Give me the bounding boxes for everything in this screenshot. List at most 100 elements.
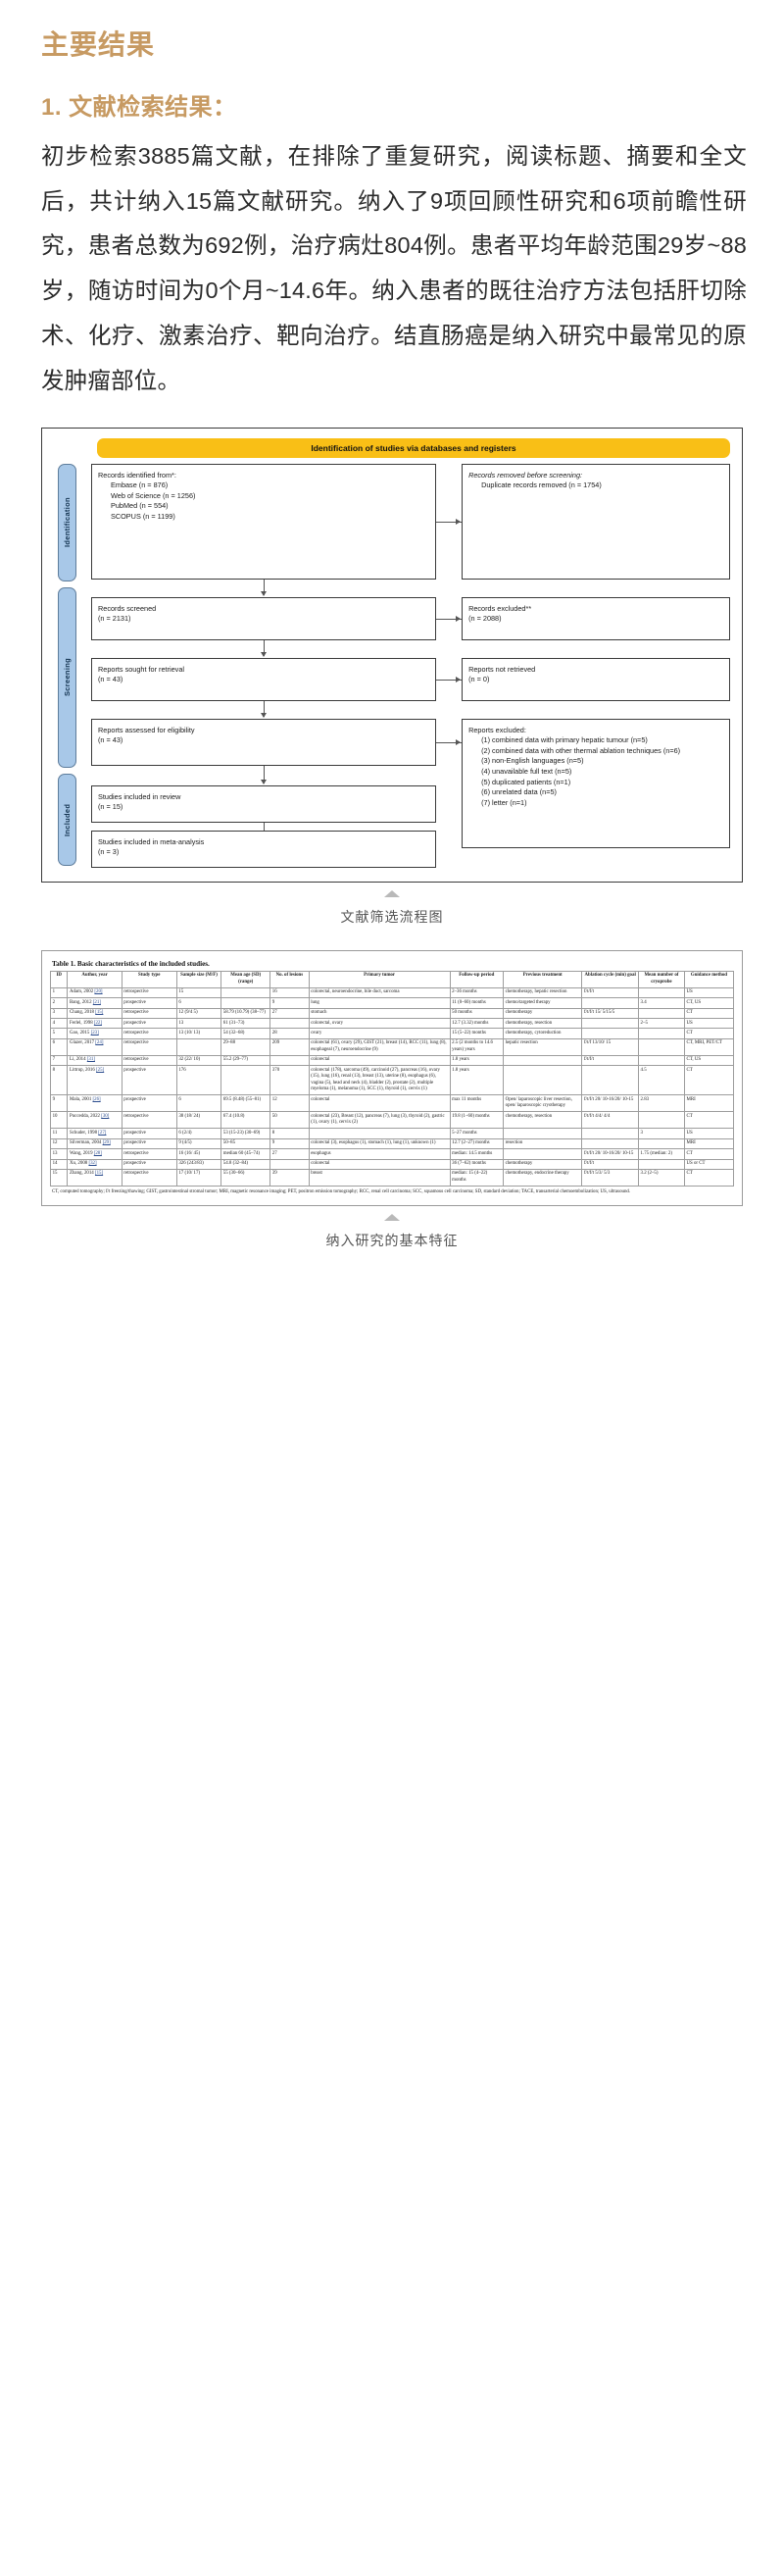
table-cell: 6 bbox=[49, 1037, 69, 1056]
column-header-follow-up: Follow-up period bbox=[449, 970, 505, 988]
table-cell: 3.2 (2–5) bbox=[637, 1168, 685, 1187]
connector-horizontal-1 bbox=[436, 521, 463, 523]
table-cell bbox=[637, 1007, 685, 1020]
table-cell: retrospective bbox=[121, 1054, 177, 1067]
table-cell: 53 (15-23) (30–69) bbox=[220, 1128, 271, 1139]
table-cell: Mala, 2001 [26] bbox=[67, 1094, 122, 1113]
table-cell bbox=[270, 1158, 310, 1170]
table-cell: f/t/f/t 15/ 5/15/5 bbox=[581, 1007, 639, 1020]
table-cell bbox=[220, 997, 271, 1009]
box-records-removed: Records removed before screening: Duplic… bbox=[462, 463, 730, 580]
table-cell: chemotherapy, resection bbox=[503, 1111, 583, 1130]
table-cell bbox=[637, 1137, 685, 1150]
table-cell: prospective bbox=[121, 1137, 177, 1150]
characteristics-table: ID Author, year Study type Sample size (… bbox=[49, 970, 735, 1187]
table-cell bbox=[503, 1065, 583, 1096]
reference-link[interactable]: [27] bbox=[98, 1130, 107, 1136]
reference-link[interactable]: [28] bbox=[93, 1150, 102, 1156]
arrow-right-3 bbox=[456, 676, 462, 682]
connector-vertical-1 bbox=[264, 579, 266, 595]
box-reports-excluded-item-0: (1) combined data with primary hepatic t… bbox=[481, 735, 648, 745]
table-cell: 1 bbox=[49, 986, 69, 999]
table-cell: 12.7 (3.32) months bbox=[449, 1017, 505, 1030]
table-cell: colorectal bbox=[308, 1158, 451, 1170]
table-cell: colorectal bbox=[308, 1094, 451, 1113]
box-reports-excluded-item-4: (5) duplicated patients (n=1) bbox=[481, 777, 571, 786]
reference-link[interactable]: [21] bbox=[92, 999, 101, 1005]
table-cell: CT bbox=[683, 1148, 735, 1160]
reference-link[interactable]: [29] bbox=[102, 1140, 111, 1146]
arrow-right-2 bbox=[456, 615, 462, 622]
table-cell bbox=[581, 1028, 639, 1039]
table-cell: 16 bbox=[270, 986, 310, 999]
table-cell: 50 months bbox=[449, 1007, 505, 1020]
box-records-screened-n: (n = 2131) bbox=[98, 614, 131, 624]
table-cell: chemotherapy, endocrine therapy bbox=[503, 1168, 583, 1187]
table-cell: 12 bbox=[270, 1094, 310, 1113]
reference-link[interactable]: [23] bbox=[90, 1030, 99, 1035]
box-records-identified-title: Records identified from*: bbox=[98, 470, 176, 480]
table-cell: US bbox=[683, 986, 735, 999]
box-reports-assessed-n: (n = 43) bbox=[98, 735, 123, 745]
table-cell: US bbox=[683, 1017, 735, 1030]
reference-link[interactable]: [15] bbox=[95, 1010, 104, 1016]
characteristics-table-figure: Table 1. Basic characteristics of the in… bbox=[41, 949, 743, 1250]
reference-link[interactable]: [25] bbox=[96, 1067, 105, 1073]
stage-label-screening: Screening bbox=[58, 586, 76, 768]
reference-link[interactable]: [31] bbox=[86, 1057, 95, 1063]
table-cell: 9 bbox=[270, 997, 310, 1009]
box-studies-included-meta: Studies included in meta-analysis (n = 3… bbox=[91, 830, 437, 868]
table-cell: colorectal, neuroendocrine, bile duct, s… bbox=[308, 986, 451, 999]
table-cell bbox=[270, 1017, 310, 1030]
table-cell: colorectal (3), esophagus (1), stomach (… bbox=[308, 1137, 451, 1150]
box-studies-included-meta-n: (n = 3) bbox=[98, 847, 120, 857]
box-reports-excluded-item-2: (3) non-English languages (n=5) bbox=[481, 756, 584, 766]
table-cell: 4.5 bbox=[637, 1065, 685, 1096]
reference-link[interactable]: [15] bbox=[94, 1171, 104, 1177]
reference-link[interactable]: [26] bbox=[92, 1096, 101, 1102]
reference-link[interactable]: [24] bbox=[95, 1040, 104, 1046]
table-cell bbox=[637, 986, 685, 999]
table-cell: 19.8 (1–60) months bbox=[449, 1111, 505, 1130]
table-cell: colorectal (178), sarcoma (49), carcinoi… bbox=[308, 1065, 451, 1096]
reference-link[interactable]: [22] bbox=[93, 1020, 103, 1026]
box-records-identified-item-1: Web of Science (n = 1256) bbox=[111, 490, 196, 500]
table-cell: retrospective bbox=[121, 986, 177, 999]
table-cell: 15 (5–22) months bbox=[449, 1028, 505, 1039]
table-title: Table 1. Basic characteristics of the in… bbox=[52, 959, 210, 968]
table-cell: 10 bbox=[49, 1111, 69, 1130]
reference-link[interactable]: [32] bbox=[88, 1161, 97, 1166]
table-cell: 176 bbox=[175, 1065, 222, 1096]
characteristics-table-card: Table 1. Basic characteristics of the in… bbox=[41, 949, 743, 1206]
box-records-screened-title: Records screened bbox=[98, 603, 157, 613]
table-cell bbox=[581, 1137, 639, 1150]
reference-link[interactable]: [30] bbox=[101, 1113, 110, 1119]
table-cell: 13 (10/ 13) bbox=[175, 1028, 222, 1039]
table-cell: 3.4 bbox=[637, 997, 685, 1009]
table-cell: chemotherapy, cytoreduction bbox=[503, 1028, 583, 1039]
column-header-sample-size: Sample size (M/F) bbox=[175, 970, 222, 988]
prisma-flow-diagram: Identification of studies via databases … bbox=[41, 427, 743, 883]
table-cell: 50 bbox=[270, 1111, 310, 1130]
table-cell: 9 (4/5) bbox=[175, 1137, 222, 1150]
table-cell: Schuder, 1998 [27] bbox=[67, 1128, 122, 1139]
table-cell: CT, US bbox=[683, 1054, 735, 1067]
table-cell: 4 bbox=[49, 1017, 69, 1030]
table-cell: Chang, 2018 [15] bbox=[67, 1007, 122, 1020]
prisma-banner: Identification of studies via databases … bbox=[97, 437, 730, 458]
table-cell: Bang, 2012 [21] bbox=[67, 997, 122, 1009]
column-header-ablation-cycle: Ablation cycle (min) goal bbox=[581, 970, 639, 988]
table-cell: 12 (9/4 5) bbox=[175, 1007, 222, 1020]
table-cell: chemotherapy bbox=[503, 1158, 583, 1170]
table-footnote: CT, computed tomography; f/t freezing/th… bbox=[52, 1188, 631, 1194]
connector-vertical-4 bbox=[264, 765, 266, 783]
table-cell bbox=[503, 1054, 583, 1067]
table-cell: 50–85 bbox=[220, 1137, 271, 1150]
column-header-primary-tumor: Primary tumor bbox=[308, 970, 451, 988]
reference-link[interactable]: [20] bbox=[94, 989, 103, 995]
table-cell: Silverman, 2004 [29] bbox=[67, 1137, 122, 1150]
